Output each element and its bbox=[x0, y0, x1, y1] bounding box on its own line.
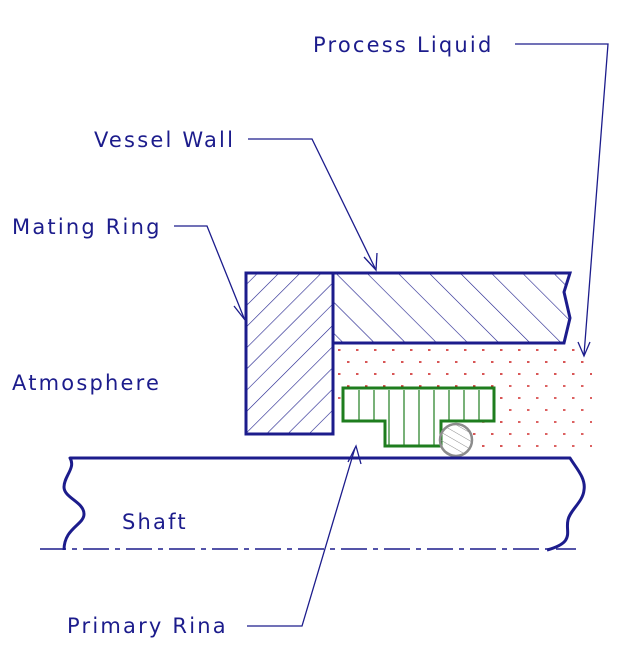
arrowhead-mating-ring bbox=[233, 302, 248, 322]
labels: Process Liquid Vessel Wall Mating Ring A… bbox=[12, 33, 493, 638]
vessel-wall bbox=[331, 271, 573, 345]
shaft bbox=[40, 456, 586, 552]
mating-ring bbox=[244, 271, 335, 436]
label-shaft: Shaft bbox=[122, 510, 188, 534]
arrowhead-vessel-wall bbox=[363, 252, 378, 272]
label-mating-ring: Mating Ring bbox=[12, 215, 162, 239]
arrowhead-process-liquid bbox=[577, 341, 591, 358]
leader-lines bbox=[174, 43, 609, 627]
leader-primary-ring bbox=[247, 447, 356, 627]
leader-vessel-wall bbox=[248, 138, 376, 269]
leader-mating-ring bbox=[174, 225, 245, 319]
arrowhead-primary-ring bbox=[347, 444, 362, 465]
primary-ring bbox=[341, 386, 496, 448]
label-primary-ring: Primary Rina bbox=[67, 614, 228, 638]
label-vessel-wall: Vessel Wall bbox=[94, 128, 235, 152]
label-atmosphere: Atmosphere bbox=[12, 371, 161, 395]
leader-process-liquid bbox=[515, 43, 609, 356]
o-ring bbox=[438, 422, 474, 458]
label-process-liquid: Process Liquid bbox=[313, 33, 493, 57]
